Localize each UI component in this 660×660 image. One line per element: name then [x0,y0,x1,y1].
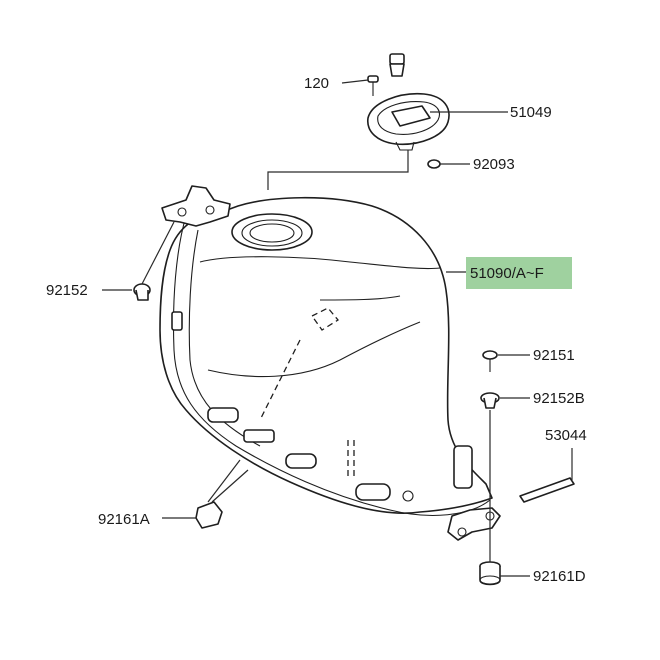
callout-53044: 53044 [545,427,587,444]
callout-92093: 92093 [473,156,515,173]
leader-lines [102,79,573,577]
rod-53044 [519,477,575,503]
bolt-92152b [480,392,500,409]
bolt-92152 [133,283,151,301]
rubber-92161a [195,501,223,529]
callout-51090: 51090/A~F [470,265,544,282]
callout-51049: 51049 [510,104,552,121]
gasket-92093 [427,159,441,169]
screw-120 [367,75,379,96]
callout-92151: 92151 [533,347,575,364]
damper-92161d [479,561,501,586]
fuel-cap [367,92,450,151]
callout-92161d: 92161D [533,568,586,585]
callout-120: 120 [304,75,329,92]
callout-92152b: 92152B [533,390,585,407]
highlight-box [466,257,572,289]
callout-92152: 92152 [46,282,88,299]
fuel-tank [159,185,501,541]
callout-92161a: 92161A [98,511,150,528]
screw-92151 [482,350,498,372]
cap-plug [389,53,405,77]
